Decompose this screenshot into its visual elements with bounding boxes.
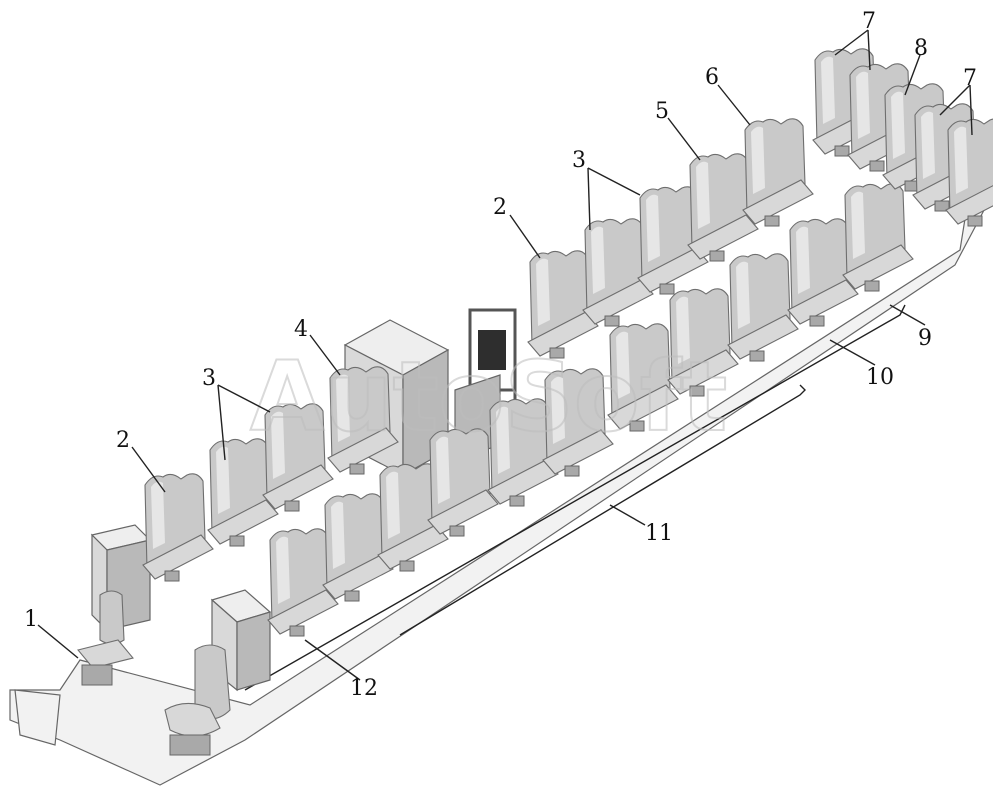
callout-4: 4	[294, 317, 308, 342]
callout-2-front: 2	[116, 428, 130, 453]
seat-pair-right-6	[607, 323, 679, 432]
seat-pair-right-10	[842, 183, 914, 292]
callout-6: 6	[705, 65, 719, 90]
guide-seat	[77, 590, 134, 686]
callout-9: 9	[918, 326, 932, 351]
callout-11: 11	[645, 521, 673, 546]
callout-12: 12	[350, 676, 378, 701]
zone-outline-2	[244, 304, 906, 691]
watermark-text: AutoSoft	[250, 341, 727, 453]
passenger-seats	[142, 48, 993, 637]
front-step	[14, 689, 61, 746]
seat-pair-rear-4	[945, 118, 993, 227]
zone-outline	[399, 384, 806, 636]
callout-3-front: 3	[202, 366, 216, 391]
callout-8: 8	[914, 36, 928, 61]
callout-7-left: 7	[862, 9, 876, 34]
seat-pair-right-1	[322, 493, 394, 602]
driver-seat	[164, 644, 231, 756]
seat-pair-right-2	[377, 463, 449, 572]
leader-lines	[37, 29, 973, 681]
seat-pair-right-0	[267, 528, 339, 637]
seat-pair-right-7	[667, 288, 739, 397]
callout-3-mid: 3	[572, 148, 586, 173]
callout-labels: 1 2 3 4 2 3 5 6 7 8 7 9 10 11 12	[24, 9, 977, 701]
seat-pair-left-2	[262, 403, 334, 512]
seat-pair-left-1	[207, 438, 279, 547]
seat-pair-left-0	[142, 473, 214, 582]
callout-5: 5	[655, 99, 669, 124]
callout-2-mid: 2	[493, 195, 507, 220]
seat-pair-left-4	[527, 250, 599, 359]
seat-pair-right-5	[542, 368, 614, 477]
callout-10: 10	[866, 365, 894, 390]
callout-7-right: 7	[963, 66, 977, 91]
seat-pair-right-3	[427, 428, 499, 537]
seat-pair-left-8	[742, 118, 814, 227]
seat-pair-left-6	[637, 186, 709, 295]
seat-pair-right-4	[487, 398, 559, 507]
seat-pair-left-5	[582, 218, 654, 327]
callout-1: 1	[24, 607, 38, 632]
seat-pair-right-8	[727, 253, 799, 362]
seat-pair-left-3	[327, 366, 399, 475]
